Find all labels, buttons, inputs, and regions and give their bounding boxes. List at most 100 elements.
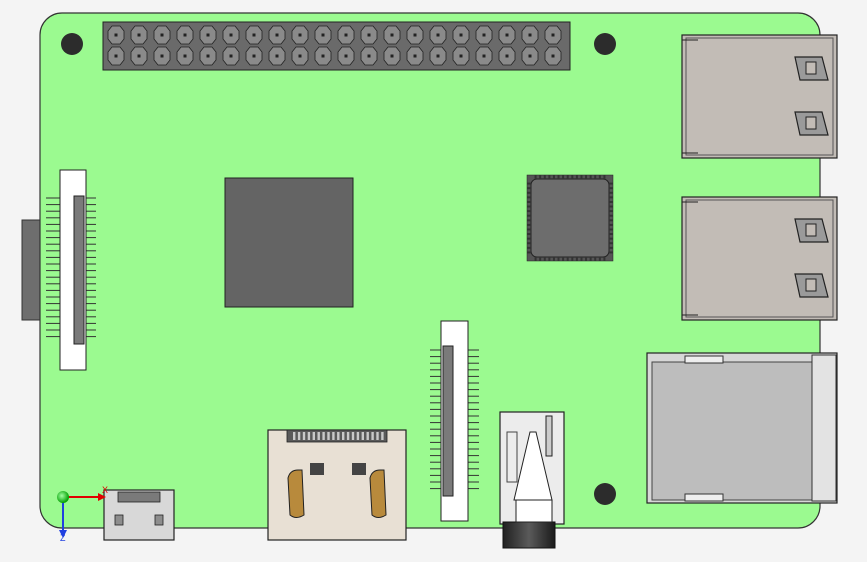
qfn-pin bbox=[548, 175, 551, 179]
qfn-pin bbox=[609, 182, 613, 185]
hdmi-pin bbox=[317, 432, 320, 440]
qfn-pin bbox=[589, 257, 592, 261]
qfn-pin bbox=[609, 246, 613, 249]
hdmi-pin bbox=[293, 432, 296, 440]
usb-port-top bbox=[681, 34, 838, 159]
gpio-pin-tip bbox=[436, 33, 440, 37]
hdmi-pin bbox=[346, 432, 350, 440]
qfn-pin bbox=[575, 257, 578, 261]
gpio-pin-tip bbox=[160, 33, 164, 37]
qfn-pin bbox=[585, 257, 588, 261]
hdmi-pin bbox=[366, 432, 369, 440]
qfn-pin bbox=[609, 214, 613, 217]
gpio-pin-tip bbox=[183, 33, 187, 37]
qfn-pin bbox=[527, 187, 531, 190]
gpio-pin-tip bbox=[367, 54, 371, 58]
hdmi-pin bbox=[351, 432, 355, 440]
qfn-pin bbox=[548, 257, 551, 261]
gpio-pin-tip bbox=[505, 33, 509, 37]
mounting-holes bbox=[61, 33, 616, 505]
qfn-pin bbox=[609, 219, 613, 222]
mounting-hole-top-left bbox=[61, 33, 83, 55]
qfn-pin bbox=[609, 233, 613, 236]
hdmi-pin bbox=[307, 432, 311, 440]
qfn-pin bbox=[527, 251, 531, 254]
gpio-pin-tip bbox=[482, 54, 486, 58]
qfn-pin bbox=[552, 175, 555, 179]
gpio-pin-tip bbox=[252, 54, 256, 58]
hdmi-pin bbox=[312, 432, 315, 440]
qfn-pin bbox=[603, 257, 606, 261]
hdmi-pin bbox=[337, 432, 340, 440]
qfn-pin bbox=[609, 228, 613, 231]
qfn-pin bbox=[539, 257, 542, 261]
gpio-pin-tip bbox=[436, 54, 440, 58]
gpio-pin-tip bbox=[528, 54, 532, 58]
gpio-pin-tip bbox=[206, 33, 210, 37]
hdmi-pin bbox=[297, 432, 301, 440]
gpio-pin-tip bbox=[114, 33, 118, 37]
gpio-pin-tip bbox=[137, 54, 141, 58]
gpio-pin-tip bbox=[206, 54, 210, 58]
qfn-pin bbox=[566, 175, 569, 179]
camera-connector bbox=[430, 320, 479, 522]
gpio-pin-tip bbox=[459, 33, 463, 37]
gpio-pin-tip bbox=[321, 54, 325, 58]
gpio-pin-tip bbox=[275, 54, 279, 58]
gpio-pin-tip bbox=[367, 33, 371, 37]
qfn-pin bbox=[580, 175, 583, 179]
qfn-pin bbox=[571, 257, 574, 261]
qfn-pin bbox=[594, 257, 597, 261]
qfn-pin bbox=[566, 257, 569, 261]
qfn-pin bbox=[609, 196, 613, 199]
qfn-pin bbox=[609, 191, 613, 194]
audio-jack bbox=[499, 411, 565, 549]
qfn-pin bbox=[527, 219, 531, 222]
hdmi-pin bbox=[332, 432, 335, 440]
hdmi-pin bbox=[381, 432, 384, 440]
qfn-pin bbox=[580, 257, 583, 261]
qfn-pin bbox=[527, 200, 531, 203]
gpio-pin-tip bbox=[528, 33, 532, 37]
hdmi-pin bbox=[371, 432, 374, 440]
hdmi-pin bbox=[327, 432, 330, 440]
x-axis-label: X bbox=[102, 485, 108, 495]
qfn-pin bbox=[598, 257, 601, 261]
qfn-pin bbox=[609, 223, 613, 226]
hdmi-pin bbox=[322, 432, 325, 440]
micro-usb-port bbox=[103, 489, 175, 541]
gpio-pin-tip bbox=[413, 54, 417, 58]
gpio-pin-tip bbox=[551, 54, 555, 58]
gpio-pin-tip bbox=[459, 54, 463, 58]
mounting-hole-bottom-right bbox=[594, 483, 616, 505]
gpio-pin-tip bbox=[344, 33, 348, 37]
qfn-pin bbox=[557, 175, 560, 179]
gpio-pin-tip bbox=[298, 33, 302, 37]
gpio-pin-tip bbox=[390, 33, 394, 37]
gpio-pin-tip bbox=[390, 54, 394, 58]
gpio-pin-tip bbox=[344, 54, 348, 58]
z-axis-label: Z bbox=[60, 533, 66, 543]
qfn-pin bbox=[609, 210, 613, 213]
gpio-pin-tip bbox=[298, 54, 302, 58]
qfn-pin bbox=[527, 196, 531, 199]
qfn-pin bbox=[603, 175, 606, 179]
qfn-pin bbox=[609, 242, 613, 245]
qfn-pin bbox=[527, 214, 531, 217]
soc-chip bbox=[224, 177, 354, 308]
qfn-pin bbox=[527, 228, 531, 231]
hdmi-port bbox=[267, 429, 407, 541]
qfn-pin bbox=[527, 223, 531, 226]
gpio-pin-tip bbox=[229, 54, 233, 58]
qfn-pin bbox=[527, 182, 531, 185]
qfn-pin bbox=[527, 242, 531, 245]
gpio-pin-tip bbox=[183, 54, 187, 58]
qfn-pin bbox=[539, 175, 542, 179]
qfn-pin bbox=[562, 175, 565, 179]
x-axis-arrowhead bbox=[98, 493, 106, 501]
hdmi-pin bbox=[361, 432, 364, 440]
qfn-pin bbox=[534, 257, 537, 261]
hdmi-pin bbox=[376, 432, 379, 440]
gpio-pin-tip bbox=[275, 33, 279, 37]
